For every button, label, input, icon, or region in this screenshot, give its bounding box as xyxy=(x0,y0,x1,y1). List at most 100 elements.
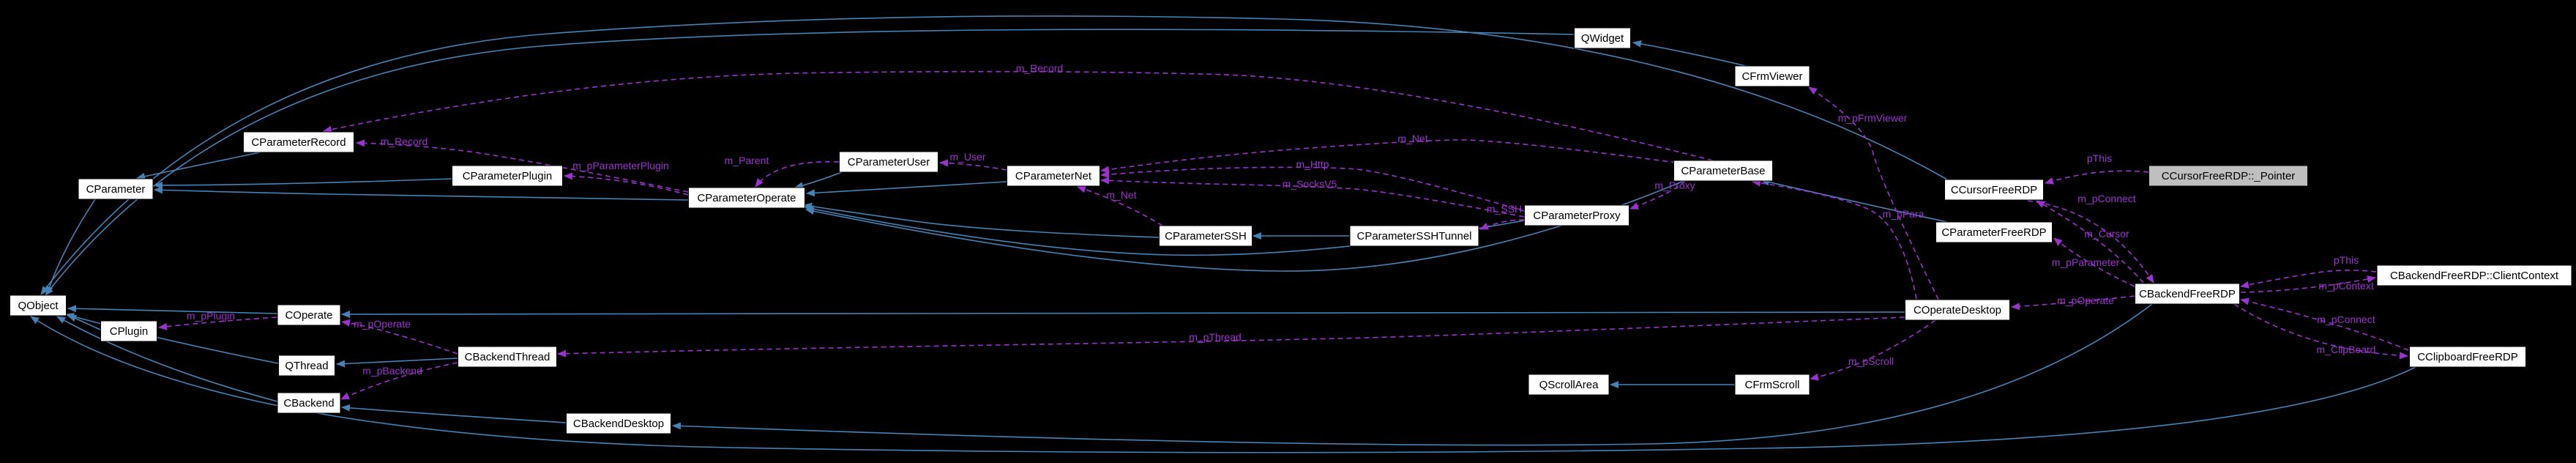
edge-label-m-pparameter-cbackendfreerdp: m_pParameter xyxy=(2052,256,2120,268)
class-node-cbackenddesktop[interactable]: CBackendDesktop xyxy=(566,412,671,434)
class-node-cparameterbase[interactable]: CParameterBase xyxy=(1673,160,1773,182)
class-node-label-cparameter: CParameter xyxy=(86,183,146,196)
edge-label-m-http-cparameterproxy: m_Http xyxy=(1296,158,1329,170)
class-node-label-cfrmviewer: CFrmViewer xyxy=(1741,70,1802,83)
inheritance-edge-cfrmviewer--qwidget xyxy=(1632,40,1747,67)
usage-edge-cbackendfreerdp-clientcontext--cbackendfreerdp xyxy=(2240,270,2377,289)
class-node-label-cparameterrecord: CParameterRecord xyxy=(251,136,346,149)
class-node-cparameternet[interactable]: CParameterNet xyxy=(1007,165,1100,187)
usage-edge-cbackendfreerdp--cclipboardfreerdp xyxy=(2233,303,2408,360)
class-node-cplugin[interactable]: CPlugin xyxy=(100,320,157,342)
class-node-label-cparameterproxy: CParameterProxy xyxy=(1533,210,1621,222)
class-node-label-cparameterssh: CParameterSSH xyxy=(1165,230,1247,242)
usage-edge-ccursorfreerdp-pointer--ccursorfreerdp xyxy=(2045,170,2149,185)
usage-edge-coperatedesktop--cparameterbase xyxy=(1752,179,1917,300)
class-node-cparameterssh[interactable]: CParameterSSH xyxy=(1159,225,1252,247)
edge-label-m-socksv5-cparameterproxy: m_SocksV5 xyxy=(1283,178,1337,190)
class-node-qwidget[interactable]: QWidget xyxy=(1574,27,1631,49)
class-node-cbackendthread[interactable]: CBackendThread xyxy=(458,346,557,368)
class-node-cbackendfreerdp[interactable]: CBackendFreeRDP xyxy=(2135,283,2240,305)
usage-edge-cbackendfreerdp--cbackendfreerdp-clientcontext xyxy=(2240,275,2376,293)
edge-label-pthis-ccursorfreerdp-pointer: pThis xyxy=(2087,152,2112,164)
inheritance-edge-cparameteroperate--cparameter xyxy=(154,186,689,201)
class-node-cparametersshtunnel[interactable]: CParameterSSHTunnel xyxy=(1349,225,1479,247)
class-node-label-cbackendthread: CBackendThread xyxy=(465,351,550,363)
usage-edge-coperatedesktop--cbackendthread xyxy=(557,316,1905,358)
usage-edge-cparameterbase--cparameternet xyxy=(1100,139,1677,174)
inheritance-edge-cparameterssh--cparameteroperate xyxy=(803,202,1160,238)
class-node-label-cparameteroperate: CParameterOperate xyxy=(697,192,796,204)
inheritance-edge-cparameterrecord--cparameter xyxy=(136,152,261,180)
class-node-cparameteruser[interactable]: CParameterUser xyxy=(839,151,938,173)
class-node-cfrmscroll[interactable]: CFrmScroll xyxy=(1734,374,1810,396)
edge-label-m-record-cparameteroperate: m_Record xyxy=(381,136,428,147)
class-node-ccursorfreerdp[interactable]: CCursorFreeRDP xyxy=(1944,179,2044,201)
class-node-cparameter[interactable]: CParameter xyxy=(78,178,154,200)
edge-label-m-record-cparameterbase: m_Record xyxy=(1016,62,1064,74)
class-node-cbackendfreerdp-clientcontext[interactable]: CBackendFreeRDP::ClientContext xyxy=(2376,264,2572,286)
inheritance-edge-qwidget--qobject xyxy=(45,29,1575,296)
usage-edge-cbackendfreerdp--ccursorfreerdp xyxy=(2036,200,2144,284)
class-node-cparameterplugin[interactable]: CParameterPlugin xyxy=(452,165,563,187)
class-node-label-cparameterbase: CParameterBase xyxy=(1681,165,1765,177)
class-node-coperate[interactable]: COperate xyxy=(277,304,341,326)
class-node-cclipboardfreerdp[interactable]: CClipboardFreeRDP xyxy=(2409,346,2526,368)
usage-edge-cbackendfreerdp--cparameterfreerdp xyxy=(2053,237,2135,287)
inheritance-edge-coperate--qobject xyxy=(67,305,278,314)
class-node-cparameterrecord[interactable]: CParameterRecord xyxy=(243,131,354,153)
class-node-label-qobject: QObject xyxy=(18,300,59,312)
usage-edge-cbackendthread--coperate xyxy=(341,319,458,355)
usage-edge-cparameterbase--cparameterproxy xyxy=(1629,180,1686,210)
inheritance-edge-cparameter--qobject xyxy=(45,199,96,295)
edge-label-m-pparameterplugin-cparameteroperate: m_pParameterPlugin xyxy=(572,160,669,171)
class-node-cbackend[interactable]: CBackend xyxy=(277,392,341,414)
class-node-cparameterproxy[interactable]: CParameterProxy xyxy=(1524,204,1629,226)
usage-edge-cparameternet--cparameteruser xyxy=(939,159,1007,171)
usage-edge-ccursorfreerdp--cbackendfreerdp xyxy=(2027,200,2154,284)
usage-edge-cparameterssh--cparameternet xyxy=(1077,185,1163,226)
class-node-cfrmviewer[interactable]: CFrmViewer xyxy=(1734,65,1810,87)
class-node-label-qscrollarea: QScrollArea xyxy=(1539,379,1599,391)
class-node-label-cclipboardfreerdp: CClipboardFreeRDP xyxy=(2417,351,2518,363)
class-node-label-cparameterplugin: CParameterPlugin xyxy=(463,170,553,182)
inheritance-edge-cparameteruser--cparameteroperate xyxy=(794,171,843,190)
class-node-ccursorfreerdp-pointer: CCursorFreeRDP::_Pointer xyxy=(2148,165,2308,187)
class-node-qscrollarea[interactable]: QScrollArea xyxy=(1528,374,1610,396)
class-node-label-cbackendfreerdp: CBackendFreeRDP xyxy=(2139,288,2236,300)
edge-label-m-cursor-cbackendfreerdp: m_Cursor xyxy=(2084,228,2129,240)
class-node-qobject[interactable]: QObject xyxy=(10,295,67,316)
class-node-label-cparameternet: CParameterNet xyxy=(1015,170,1092,182)
class-node-coperatedesktop[interactable]: COperateDesktop xyxy=(1905,299,2010,321)
class-node-label-ccursorfreerdp: CCursorFreeRDP xyxy=(1951,184,2037,196)
usage-edge-cparameterbase--cparameterrecord xyxy=(323,70,1714,161)
edge-label-m-pthread-coperatedesktop: m_pThread xyxy=(1189,331,1242,343)
edge-label-m-pconnect-cclipboardfreerdp: m_pConnect xyxy=(2317,314,2375,325)
class-node-label-cplugin: CPlugin xyxy=(110,325,149,338)
edge-label-m-pconnect-ccursorfreerdp: m_pConnect xyxy=(2077,193,2135,204)
class-node-cparameteroperate[interactable]: CParameterOperate xyxy=(688,187,805,209)
edge-label-m-net-cparameterssh: m_Net xyxy=(1106,189,1136,201)
class-node-label-cbackendfreerdp-clientcontext: CBackendFreeRDP::ClientContext xyxy=(2390,270,2559,282)
edge-label-m-clipboard-cbackendfreerdp: m_ClipBoard xyxy=(2317,344,2376,355)
edge-label-m-net-cparameterbase: m_Net xyxy=(1397,133,1427,144)
class-node-label-coperatedesktop: COperateDesktop xyxy=(1914,304,2001,316)
usage-edge-cparameteroperate--cparameterplugin xyxy=(564,172,689,196)
usage-edge-coperate--cplugin xyxy=(158,316,277,330)
usage-edge-cparameteruser--cparameteroperate xyxy=(755,160,840,188)
class-node-label-coperate: COperate xyxy=(285,309,332,322)
class-node-label-cbackend: CBackend xyxy=(283,397,334,410)
class-node-label-cfrmscroll: CFrmScroll xyxy=(1745,379,1800,391)
inheritance-edge-cbackenddesktop--cbackend xyxy=(341,404,567,423)
usage-edge-coperatedesktop--cfrmscroll xyxy=(1810,319,1936,381)
class-node-label-cparametersshtunnel: CParameterSSHTunnel xyxy=(1356,230,1471,242)
class-node-label-cparameteruser: CParameterUser xyxy=(848,156,930,168)
inheritance-edge-cbackendthread--qthread xyxy=(336,358,458,368)
class-node-qthread[interactable]: QThread xyxy=(278,355,335,377)
class-node-cparameterfreerdp[interactable]: CParameterFreeRDP xyxy=(1935,221,2053,243)
usage-edge-cparameteroperate--cparameterrecord xyxy=(356,139,689,193)
class-node-label-qthread: QThread xyxy=(285,360,328,372)
class-node-label-qwidget: QWidget xyxy=(1581,32,1624,45)
usage-edge-cbackendthread--cbackend xyxy=(340,362,458,400)
